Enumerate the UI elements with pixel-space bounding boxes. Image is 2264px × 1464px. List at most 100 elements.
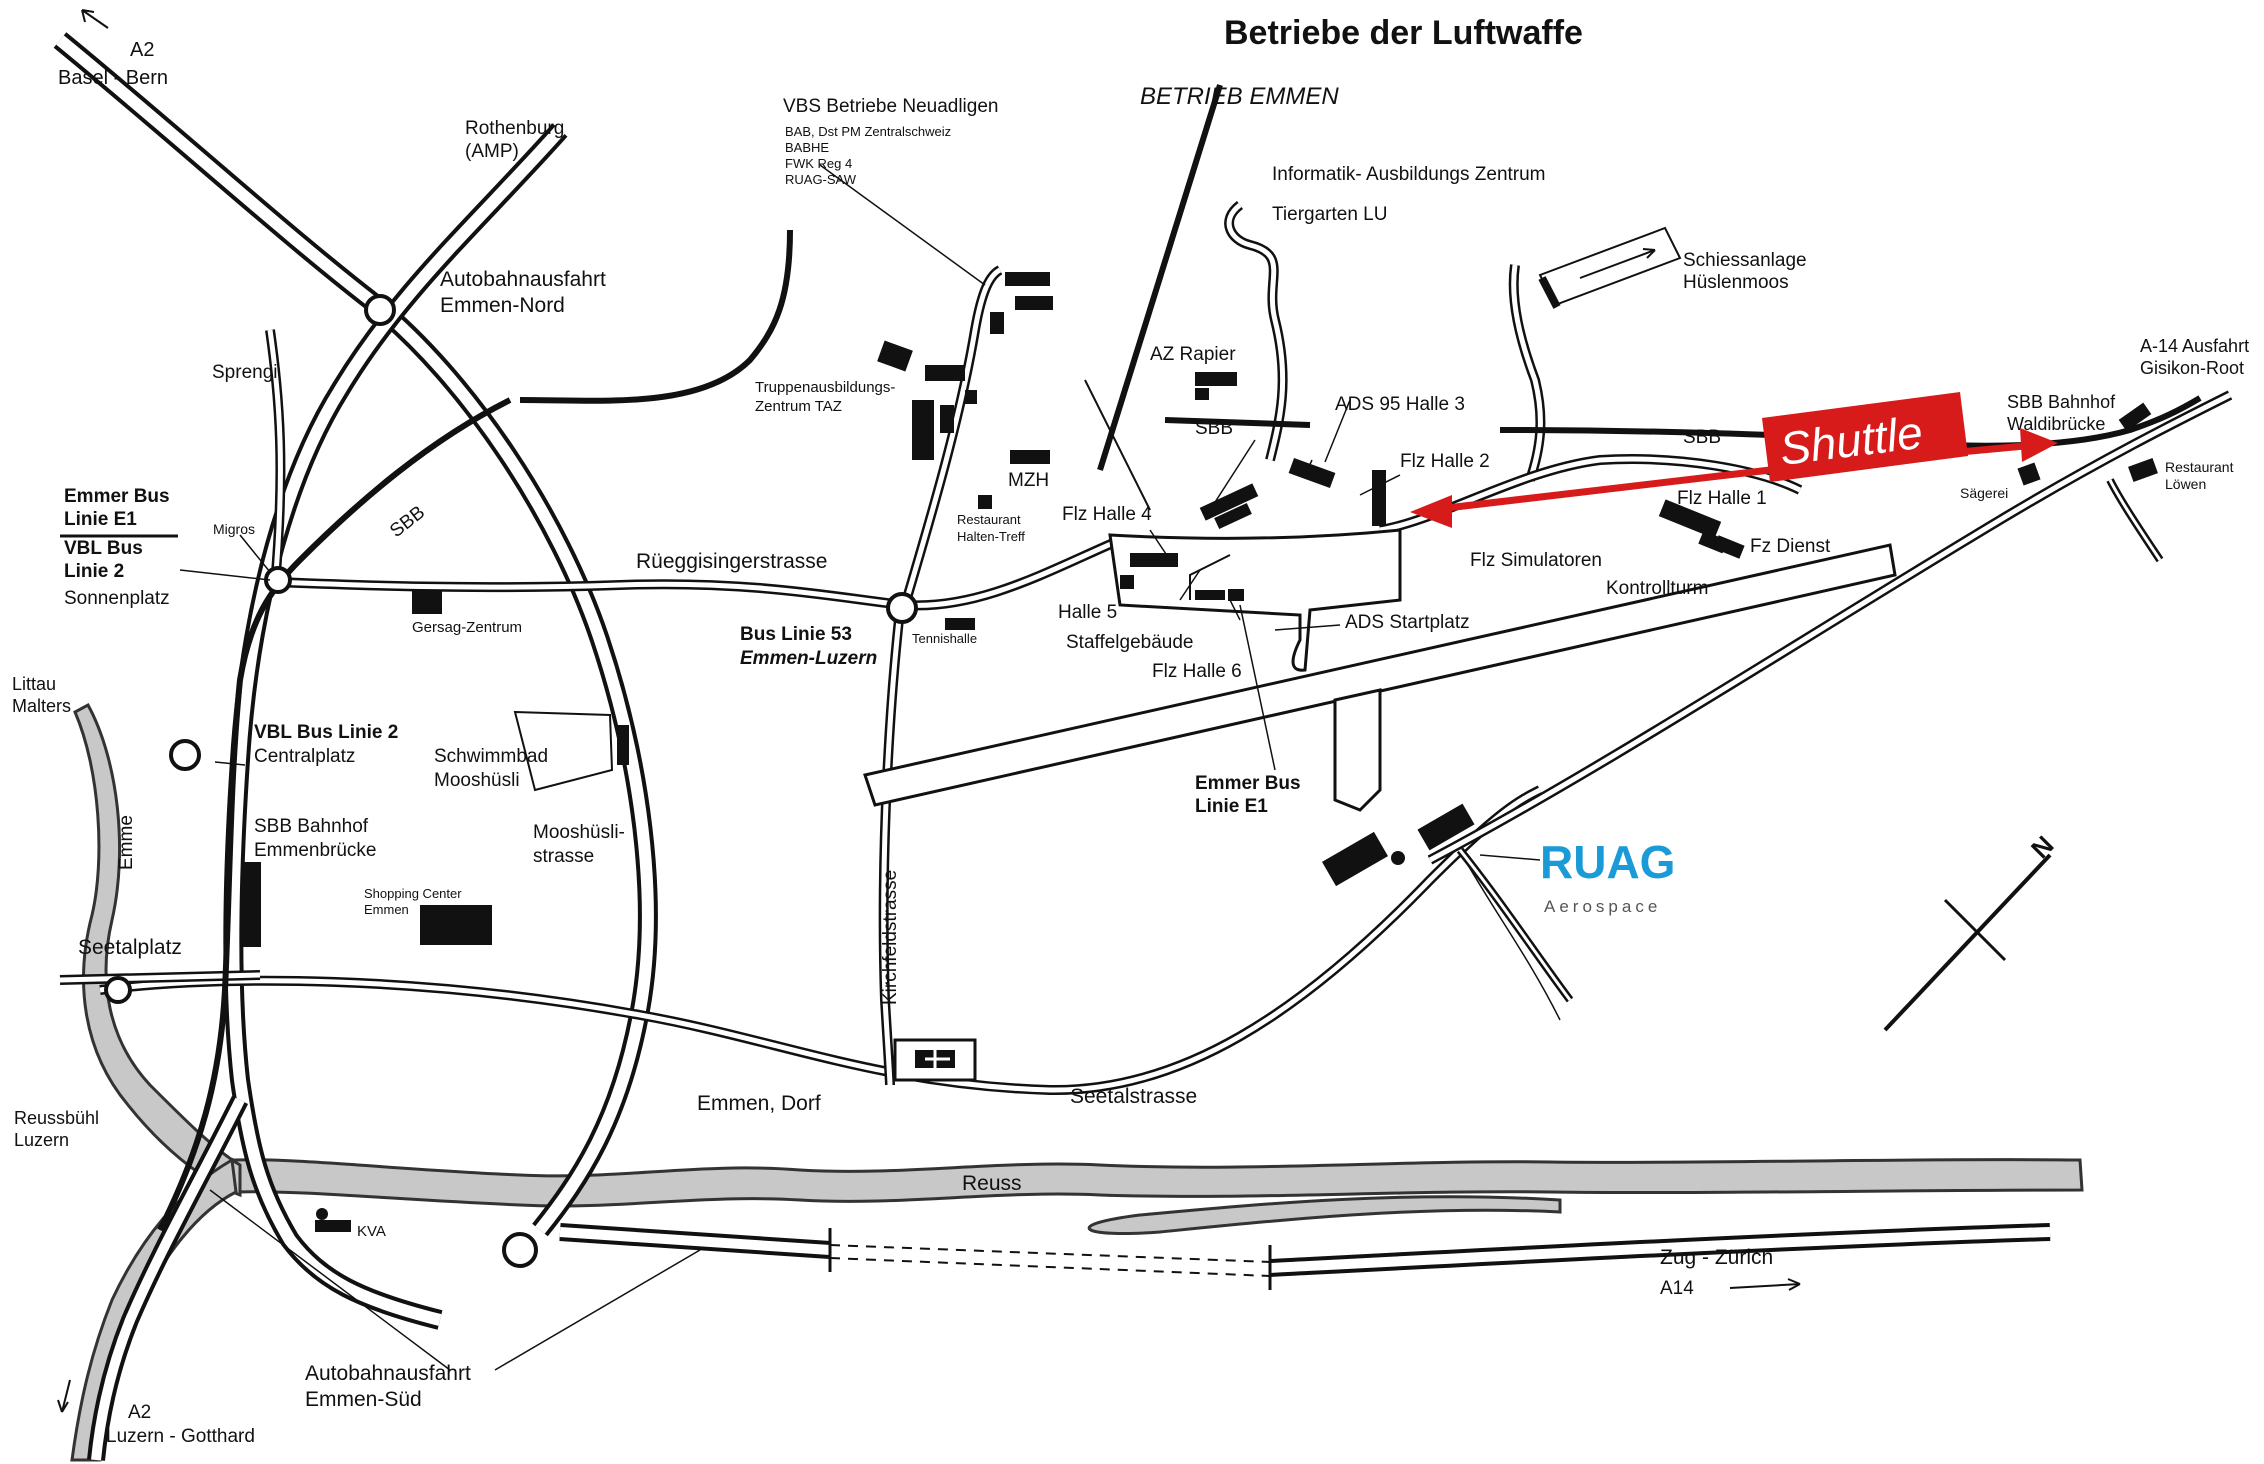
label-flz-halle-4: Flz Halle 4 <box>1062 504 1152 525</box>
label-reussbuehl: Reussbühl <box>14 1108 99 1128</box>
airfield <box>863 528 1897 812</box>
shuttle-route: Shuttle <box>1410 392 2058 528</box>
schiessanlage <box>1538 226 1682 309</box>
rivers <box>70 702 2084 1462</box>
label-vbs-2: BABHE <box>785 140 829 155</box>
railways <box>157 84 2202 1232</box>
label-zug-zuerich: Zug - Zürich <box>1660 1246 1773 1269</box>
label-halle-5: Halle 5 <box>1058 602 1117 623</box>
label-rothenburg: Rothenburg <box>465 118 564 139</box>
label-a2-south: A2 <box>128 1402 151 1423</box>
label-ausfahrt-nord-2: Emmen-Nord <box>440 294 565 317</box>
label-kva: KVA <box>357 1223 386 1240</box>
north-arrow: N <box>1883 830 2060 1032</box>
label-sbb-3: SBB <box>386 502 429 542</box>
label-ausfahrt-sued-1: Autobahnausfahrt <box>305 1362 471 1385</box>
label-basel-bern: Basel - Bern <box>58 67 168 89</box>
label-a2-north: A2 <box>130 39 154 61</box>
label-ausfahrt-sued-2: Emmen-Süd <box>305 1388 422 1411</box>
label-mooshuesli-str-2: strasse <box>533 846 594 867</box>
label-schwimm-1: Schwimmbad <box>434 746 548 767</box>
label-az-rapier: AZ Rapier <box>1150 344 1236 365</box>
label-luzern-gotthard: Luzern - Gotthard <box>106 1426 255 1447</box>
label-amp: (AMP) <box>465 141 519 162</box>
label-ads95: ADS 95 Halle 3 <box>1335 394 1465 415</box>
map-title: Betriebe der Luftwaffe <box>1224 14 1583 52</box>
label-a14-ausfahrt-2: Gisikon-Root <box>2140 358 2244 378</box>
label-sbb-wald-2: Waldibrücke <box>2007 414 2105 434</box>
label-a14-ausfahrt-1: A-14 Ausfahrt <box>2140 336 2249 356</box>
arrow-south-icon <box>57 1379 71 1413</box>
ruag-logo: RUAG Aerospace <box>1540 836 1675 916</box>
arrow-north-icon <box>81 9 109 29</box>
label-vbl-2-b: VBL Bus Linie 2 <box>254 722 398 743</box>
label-taz-1: Truppenausbildungs- <box>755 379 895 396</box>
taxiway-apron <box>1108 528 1402 672</box>
label-staffel: Staffelgebäude <box>1066 632 1194 653</box>
label-flz-halle-1: Flz Halle 1 <box>1677 488 1767 509</box>
label-kontrollturm: Kontrollturm <box>1606 578 1708 599</box>
label-luzern: Luzern <box>14 1130 69 1150</box>
label-bus53-1: Bus Linie 53 <box>740 624 852 645</box>
taxiway-link <box>1333 688 1382 812</box>
label-rest-loewen-2: Löwen <box>2165 476 2206 492</box>
label-emme: Emme <box>116 815 137 870</box>
label-flz-halle-2: Flz Halle 2 <box>1400 451 1490 472</box>
label-rest-halten-2: Halten-Treff <box>957 529 1025 544</box>
label-emmen-dorf: Emmen, Dorf <box>697 1092 821 1115</box>
label-bus53-2: Emmen-Luzern <box>740 648 877 669</box>
ruag-name: RUAG <box>1540 836 1675 888</box>
label-schwimm-2: Mooshüsli <box>434 770 520 791</box>
label-sprengi: Sprengi <box>212 362 278 383</box>
label-sbb-1: SBB <box>1195 418 1233 439</box>
roundabouts <box>104 294 918 1268</box>
label-malters: Malters <box>12 696 71 716</box>
label-flz-sim: Flz Simulatoren <box>1470 550 1602 571</box>
label-ausfahrt-nord-1: Autobahnausfahrt <box>440 268 606 291</box>
label-saegerei: Sägerei <box>1960 485 2008 501</box>
label-vbl-2-a-1: VBL Bus <box>64 538 143 559</box>
shuttle-banner <box>1762 392 1968 482</box>
river-reuss <box>233 1158 2084 1208</box>
label-mooshuesli-str-1: Mooshüsli- <box>533 822 625 843</box>
label-centralplatz: Centralplatz <box>254 746 355 767</box>
label-emmer-e1-b-2: Linie E1 <box>1195 796 1268 817</box>
label-emmer-e1-b-1: Emmer Bus <box>1195 773 1301 794</box>
label-vbs-1: BAB, Dst PM Zentralschweiz <box>785 124 951 139</box>
north-label: N <box>2025 830 2059 864</box>
label-tennishalle: Tennishalle <box>912 631 977 646</box>
label-emmer-e1-a-1: Emmer Bus <box>64 486 170 507</box>
label-vbs-4: RUAG-SAW <box>785 172 857 187</box>
label-rueeggisinger: Rüeggisingerstrasse <box>636 550 827 573</box>
label-seetalplatz: Seetalplatz <box>78 936 182 959</box>
label-emmer-e1-a-2: Linie E1 <box>64 509 137 530</box>
river-emme <box>73 702 242 1198</box>
buildings <box>243 272 2158 1232</box>
label-vbs-3: FWK Reg 4 <box>785 156 852 171</box>
label-vbl-2-a-2: Linie 2 <box>64 561 124 582</box>
label-rest-halten-1: Restaurant <box>957 512 1021 527</box>
label-reuss: Reuss <box>962 1172 1022 1195</box>
title-group: Betriebe der Luftwaffe BETRIEB EMMEN <box>1140 14 1583 110</box>
label-sbb-emmen-2: Emmenbrücke <box>254 840 377 861</box>
label-seetalstrasse: Seetalstrasse <box>1070 1085 1197 1108</box>
label-gersag: Gersag-Zentrum <box>412 619 522 636</box>
main-runway <box>863 543 1897 807</box>
leader-lines <box>179 164 1561 1371</box>
direction-arrows <box>57 9 109 1413</box>
label-fz-dienst: Fz Dienst <box>1750 536 1831 557</box>
label-sbb-emmen-1: SBB Bahnhof <box>254 816 369 837</box>
label-sbb-wald-1: SBB Bahnhof <box>2007 392 2116 412</box>
label-tiergarten: Tiergarten LU <box>1272 204 1387 225</box>
section-label: BETRIEB EMMEN <box>1140 83 1339 110</box>
label-taz-2: Zentrum TAZ <box>755 398 842 415</box>
label-ads-start: ADS Startplatz <box>1345 612 1470 633</box>
label-kirchfeld: Kirchfeldstrasse <box>880 870 901 1005</box>
label-schiess-2: Hüslenmoos <box>1683 272 1789 293</box>
label-mzh: MZH <box>1008 470 1049 491</box>
label-rest-loewen-1: Restaurant <box>2165 459 2234 475</box>
label-littau: Littau <box>12 674 56 694</box>
label-migros: Migros <box>213 521 255 537</box>
label-a14: A14 <box>1660 1278 1694 1299</box>
